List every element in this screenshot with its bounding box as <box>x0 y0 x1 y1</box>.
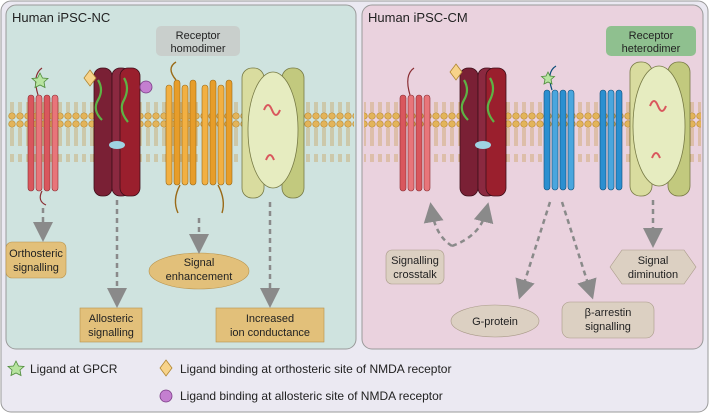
svg-text:signalling: signalling <box>585 321 631 333</box>
svg-text:G-protein: G-protein <box>472 316 518 328</box>
allosteric-label-1: Allosteric <box>89 313 134 325</box>
orthosteric-label-1: Orthosteric <box>9 248 63 260</box>
crosstalk-label-2: crosstalk <box>393 269 437 281</box>
homodimer-receptors <box>165 61 233 214</box>
homodimer-label-line2: homodimer <box>170 43 225 55</box>
gpcr-receptor-red-right <box>399 67 431 192</box>
arrow-beta-arrestin <box>560 201 597 300</box>
left-panel-title: Human iPSC-NC <box>12 10 110 25</box>
svg-text:heterodimer: heterodimer <box>622 43 681 55</box>
svg-text:ion conductance: ion conductance <box>230 327 310 339</box>
svg-text:diminution: diminution <box>628 269 678 281</box>
nmda-receptor-right <box>459 67 507 197</box>
svg-text:β-arrestin: β-arrestin <box>585 307 632 319</box>
ion-conductance-box <box>215 307 325 343</box>
legend-allosteric-text: Ligand binding at allosteric site of NMD… <box>180 389 443 403</box>
signal-diminution-label-1: Signal <box>638 255 669 267</box>
svg-text:Orthosteric: Orthosteric <box>9 248 63 260</box>
svg-text:Receptor: Receptor <box>176 30 221 42</box>
arrow-crosstalk-up-left <box>423 202 453 248</box>
gpcr-ligand-star-icon <box>31 72 49 89</box>
svg-text:Signal: Signal <box>184 257 215 269</box>
heterodimer-receptor <box>599 61 691 197</box>
right-panel-title: Human iPSC-CM <box>368 10 468 25</box>
svg-text:Signal: Signal <box>638 255 669 267</box>
g-protein-box <box>450 304 540 338</box>
legend-diamond-icon <box>159 359 173 377</box>
allosteric-label-2: signalling <box>88 327 134 339</box>
allosteric-ligand-circle-icon <box>139 80 153 94</box>
crosstalk-box <box>385 249 445 285</box>
legend-star-icon <box>7 360 25 377</box>
nmda-receptor <box>93 67 141 197</box>
left-panel: Human iPSC-NC Receptor homodimer <box>5 4 357 350</box>
orthosteric-ligand-diamond-icon <box>83 69 97 87</box>
beta-arrestin-label-2: signalling <box>585 321 631 333</box>
heterodimer-label-line2: heterodimer <box>622 43 681 55</box>
signal-enhancement-label-1: Signal <box>184 257 215 269</box>
svg-text:Receptor: Receptor <box>629 30 674 42</box>
ion-conductance-label-2: ion conductance <box>230 327 310 339</box>
legend: Ligand at GPCR Ligand binding at orthost… <box>7 359 451 403</box>
orthosteric-label-2: signalling <box>13 262 59 274</box>
gpcr-receptor-red <box>27 67 59 206</box>
heterodimer-label-box <box>606 26 696 56</box>
ion-channel-left <box>241 67 305 199</box>
svg-text:homodimer: homodimer <box>170 43 225 55</box>
beta-arrestin-box <box>561 301 655 339</box>
allosteric-box <box>79 307 143 343</box>
crosstalk-label-1: Signalling <box>391 255 439 267</box>
signal-diminution-label-2: diminution <box>628 269 678 281</box>
arrow-g-protein <box>515 201 552 300</box>
ion-conductance-label-1: Increased <box>246 313 294 325</box>
gpcr-ligand-star-icon-right <box>540 71 556 85</box>
legend-orthosteric-text: Ligand binding at orthosteric site of NM… <box>180 362 451 376</box>
svg-text:signalling: signalling <box>13 262 59 274</box>
legend-circle-icon <box>159 389 173 403</box>
beta-arrestin-label-1: β-arrestin <box>585 307 632 319</box>
arrow-crosstalk-up-right <box>451 202 494 248</box>
svg-text:Increased: Increased <box>246 313 294 325</box>
svg-text:signalling: signalling <box>88 327 134 339</box>
gpcr-receptor-blue <box>543 65 575 191</box>
svg-text:crosstalk: crosstalk <box>393 269 437 281</box>
signal-diminution-box <box>609 249 697 285</box>
heterodimer-label-line1: Receptor <box>629 30 674 42</box>
svg-text:Allosteric: Allosteric <box>89 313 134 325</box>
legend-gpcr-text: Ligand at GPCR <box>30 362 118 376</box>
homodimer-label-box <box>156 26 240 56</box>
signal-enhancement-label-2: enhancement <box>166 271 233 283</box>
svg-text:Signalling: Signalling <box>391 255 439 267</box>
orthosteric-box <box>5 241 67 279</box>
right-panel: Human iPSC-CM Receptor heterodimer <box>361 4 704 350</box>
g-protein-label: G-protein <box>472 316 518 328</box>
svg-text:enhancement: enhancement <box>166 271 233 283</box>
homodimer-label-line1: Receptor <box>176 30 221 42</box>
orthosteric-ligand-diamond-icon-right <box>449 63 463 81</box>
